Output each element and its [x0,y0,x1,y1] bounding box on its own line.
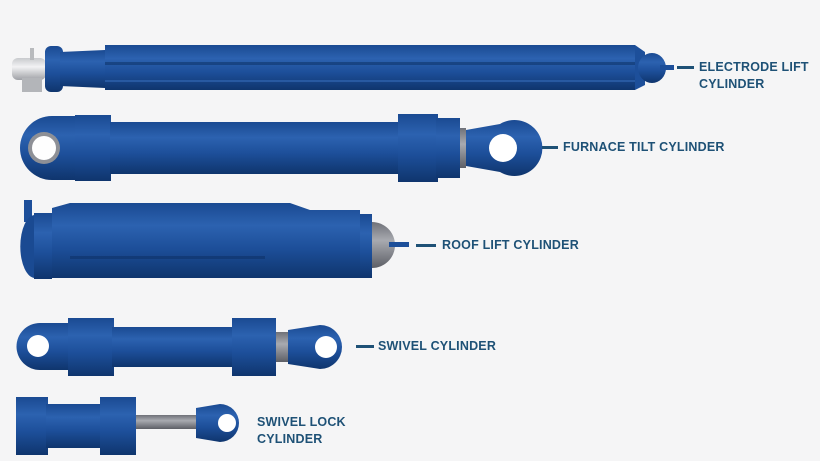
roof-lift-leader-line [416,244,436,247]
swivel-cylinder [16,318,342,376]
furnace-tilt-leader-line [542,146,558,149]
swivel-lock-cylinder [16,397,239,455]
swivel-label: SWIVEL CYLINDER [378,338,496,355]
swivel-lock-label-line2: CYLINDER [257,432,323,446]
roof-lift-cylinder [20,200,409,279]
electrode-lift-cylinder [12,45,674,92]
swivel-lock-label: SWIVEL LOCK CYLINDER [257,414,346,448]
swivel-leader-line [356,345,374,348]
roof-lift-label-text: ROOF LIFT CYLINDER [442,238,579,252]
electrode-lift-label-line1: ELECTRODE LIFT [699,60,809,74]
furnace-tilt-cylinder [20,114,543,182]
furnace-tilt-label-text: FURNACE TILT CYLINDER [563,140,725,154]
electrode-lift-label-line2: CYLINDER [699,77,765,91]
swivel-label-text: SWIVEL CYLINDER [378,339,497,353]
furnace-tilt-label: FURNACE TILT CYLINDER [563,139,725,156]
roof-lift-label: ROOF LIFT CYLINDER [442,237,579,254]
electrode-lift-leader-line [677,66,694,69]
swivel-lock-label-line1: SWIVEL LOCK [257,415,346,429]
electrode-lift-label: ELECTRODE LIFT CYLINDER [699,59,809,93]
